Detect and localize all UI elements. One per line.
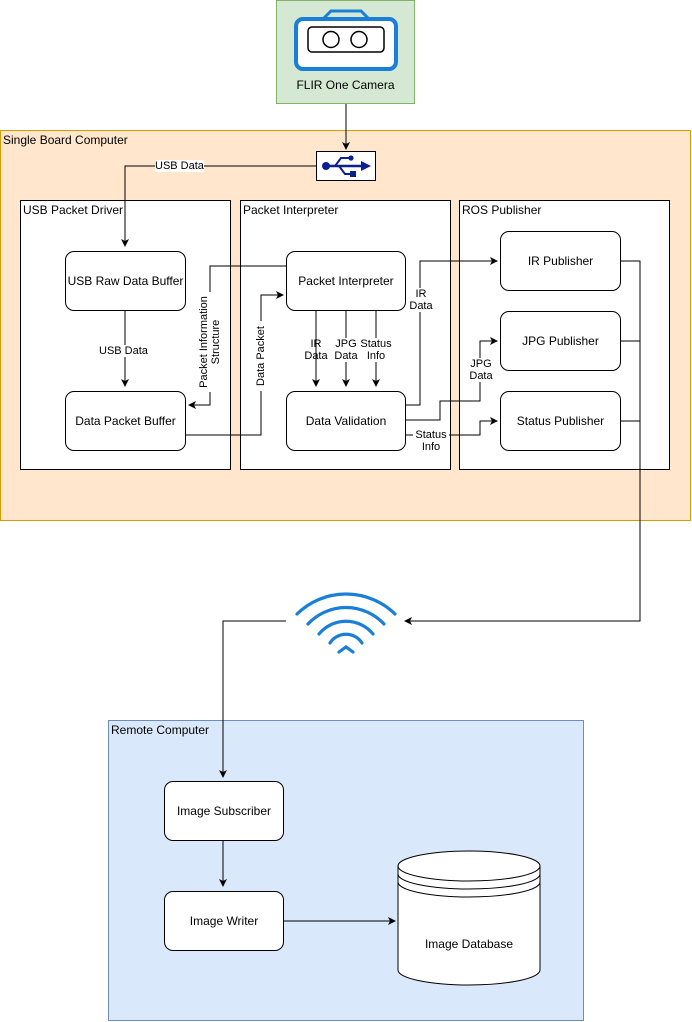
data-validation-node: Data Validation [286, 391, 406, 451]
packet-information-structure-label: Packet Information Structure [198, 292, 222, 392]
image-writer-node: Image Writer [164, 891, 284, 951]
jpg-data-label-interpreter: JPG Data [331, 338, 361, 362]
ir-data-label-ros: IR Data [408, 288, 434, 312]
status-publisher-node: Status Publisher [500, 391, 621, 451]
data-packet-label: Data Packet [255, 321, 267, 391]
data-packet-buffer-node: Data Packet Buffer [65, 391, 186, 451]
usb-data-edge-label: USB Data [155, 160, 204, 172]
usb-data-label: USB Data [99, 345, 148, 357]
ros-publisher-label: ROS Publisher [462, 203, 542, 217]
packet-interpreter-node: Packet Interpreter [286, 251, 406, 311]
ir-publisher-node: IR Publisher [500, 231, 621, 291]
database-icon [397, 850, 541, 986]
jpg-data-label-ros: JPG Data [467, 358, 495, 382]
image-subscriber-node: Image Subscriber [164, 781, 284, 841]
usb-packet-driver-label: USB Packet Driver [23, 203, 124, 217]
sbc-label: Single Board Computer [3, 133, 128, 147]
status-info-label-ros: Status Info [413, 429, 449, 453]
usb-raw-data-buffer-node: USB Raw Data Buffer [65, 251, 186, 311]
camera-label: FLIR One Camera [296, 78, 395, 92]
image-database-label: Image Database [424, 937, 514, 951]
status-info-label-interpreter: Status Info [358, 338, 394, 362]
packet-interpreter-panel-label: Packet Interpreter [243, 203, 339, 217]
wifi-icon [293, 590, 399, 660]
remote-computer-label: Remote Computer [111, 723, 210, 737]
camera-icon [293, 8, 399, 72]
usb-icon [316, 151, 376, 181]
jpg-publisher-node: JPG Publisher [500, 311, 621, 371]
ir-data-label-interpreter: IR Data [304, 338, 328, 362]
